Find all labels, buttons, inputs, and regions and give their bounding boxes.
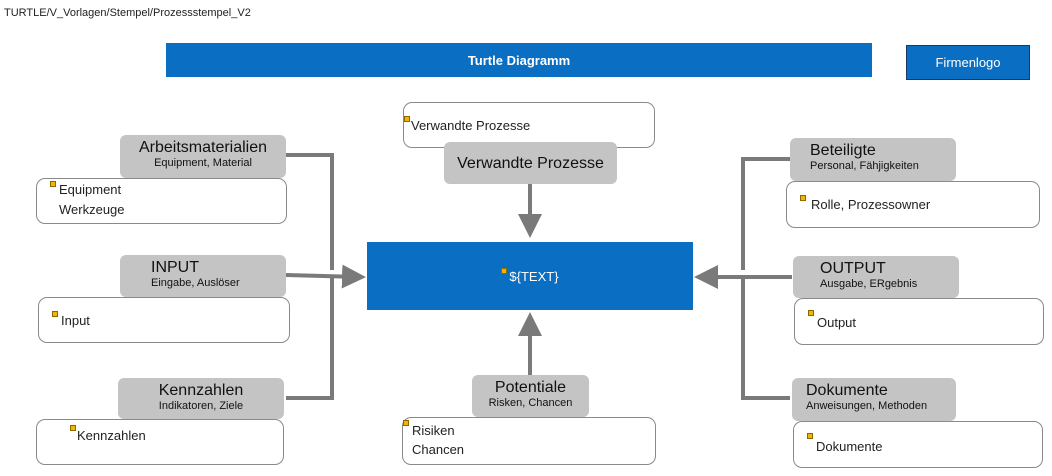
label-subtitle: Equipment, Material	[154, 157, 252, 169]
input-label: INPUT Eingabe, Auslöser	[120, 255, 286, 297]
output-label: OUTPUT Ausgabe, ERgebnis	[793, 256, 959, 298]
label-subtitle: Risken, Chancen	[488, 397, 573, 409]
content-line: Dokumente	[816, 439, 883, 454]
field-marker-icon	[808, 310, 814, 316]
field-marker-icon	[800, 195, 806, 201]
verwandte-prozesse-content-box[interactable]: Verwandte Prozesse	[403, 102, 655, 148]
diagram-title-banner: Turtle Diagramm	[166, 43, 872, 77]
content-line: Equipment	[59, 182, 122, 197]
field-marker-icon	[501, 268, 508, 274]
field-marker-icon	[52, 311, 58, 317]
beteiligte-content-box[interactable]: Rolle, Prozessowner	[786, 181, 1040, 228]
label-subtitle: Personal, Fähjigkeiten	[810, 160, 919, 172]
dokumente-content-box[interactable]: Dokumente	[793, 421, 1043, 468]
content-line: Werkzeuge	[59, 202, 125, 217]
connector-left-to-center	[285, 264, 366, 289]
document-path: TURTLE/V_Vorlagen/Stempel/Prozessstempel…	[4, 7, 251, 19]
dokumente-label: Dokumente Anweisungen, Methoden	[792, 378, 956, 421]
connector-beteiligte	[741, 157, 790, 270]
label-title: Beteiligte	[810, 142, 876, 159]
content-line: Input	[61, 313, 90, 328]
kennzahlen-label: Kennzahlen Indikatoren, Ziele	[118, 378, 284, 419]
field-marker-icon	[404, 116, 410, 122]
label-title: Dokumente	[806, 382, 888, 399]
verwandte-prozesse-label: Verwandte Prozesse	[444, 142, 617, 184]
beteiligte-label: Beteiligte Personal, Fähjigkeiten	[790, 138, 956, 181]
content-line: Output	[817, 315, 857, 330]
label-subtitle: Eingabe, Auslöser	[151, 277, 240, 289]
potentiale-content-box[interactable]: Risiken Chancen	[402, 417, 656, 465]
connector-kennzahlen	[286, 278, 334, 400]
process-center-text: ${TEXT}	[509, 268, 559, 284]
content-line: Risiken	[412, 423, 455, 438]
content-line: Verwandte Prozesse	[411, 118, 531, 133]
field-marker-icon	[70, 425, 76, 431]
content-line: Chancen	[412, 442, 465, 457]
label-title: OUTPUT	[820, 260, 886, 277]
label-subtitle: Indikatoren, Ziele	[158, 400, 244, 412]
field-marker-icon	[403, 420, 409, 426]
label-subtitle: Ausgabe, ERgebnis	[820, 278, 918, 290]
label-title: Verwandte Prozesse	[457, 154, 604, 172]
company-logo-label: Firmenlogo	[935, 55, 1001, 70]
label-title: INPUT	[151, 259, 199, 276]
output-content-box[interactable]: Output	[794, 298, 1044, 345]
input-content-box[interactable]: Input	[38, 297, 290, 343]
diagram-title: Turtle Diagramm	[467, 52, 571, 68]
label-title: Potentiale	[494, 379, 567, 396]
process-center-box[interactable]: ${TEXT}	[367, 242, 693, 310]
label-title: Arbeitsmaterialien	[138, 139, 268, 156]
field-marker-icon	[50, 181, 56, 187]
content-line: Rolle, Prozessowner	[811, 197, 931, 212]
field-marker-icon	[807, 433, 813, 439]
label-subtitle: Anweisungen, Methoden	[806, 400, 928, 412]
arbeitsmaterialien-label: Arbeitsmaterialien Equipment, Material	[120, 135, 286, 178]
potentiale-label: Potentiale Risken, Chancen	[472, 375, 589, 417]
content-line: Kennzahlen	[77, 428, 146, 443]
arbeitsmaterialien-content-box[interactable]: Equipment Werkzeuge	[36, 178, 287, 224]
label-title: Kennzahlen	[158, 382, 244, 399]
kennzahlen-content-box[interactable]: Kennzahlen	[36, 419, 284, 465]
company-logo-placeholder: Firmenlogo	[906, 45, 1030, 80]
connector-dokumente	[741, 278, 790, 400]
connector-arbeitsmaterialien	[286, 153, 334, 270]
